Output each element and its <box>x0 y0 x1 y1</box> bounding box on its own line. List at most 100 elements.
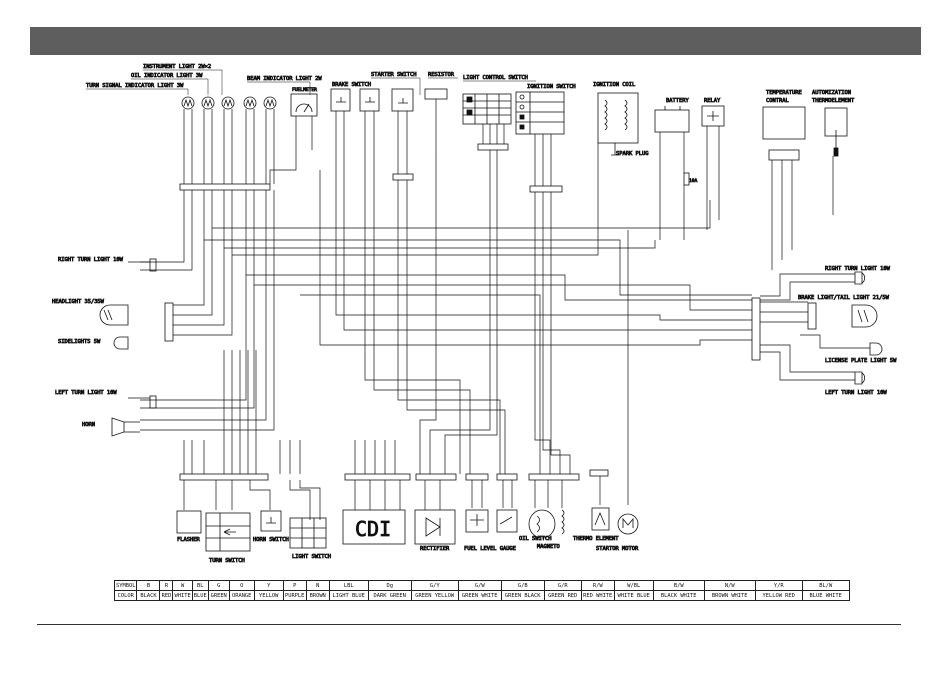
magneto-icon <box>528 509 565 539</box>
temperature-label-1: TEMPERATURE <box>766 90 802 96</box>
oil-indicator-label: OIL INDICATOR LIGHT 3W <box>131 73 203 79</box>
right-turn-rear-label: RIGHT TURN LIGHT 10W <box>825 266 891 272</box>
legend-cell: LIGHT BLUE <box>328 590 369 601</box>
fuel-meter-label: FUELMETER <box>292 87 317 93</box>
legend-cell: P <box>282 580 307 591</box>
color-legend-table: SYMBOL B R W BL G O Y P N LBL Dg G/Y G/W… <box>113 580 850 601</box>
beam-indicator-label: BEAM INDICATOR LIGHT 2W <box>247 76 322 82</box>
legend-cell: WHITE <box>172 590 193 601</box>
spark-plug-label: SPARK PLUG <box>616 151 648 157</box>
legend-cell: BLACK <box>136 590 161 601</box>
legend-cell: Y <box>253 580 284 591</box>
legend-cell: O <box>228 580 255 591</box>
legend-cell: R <box>159 580 174 591</box>
relay-icon <box>701 105 725 127</box>
ignition-switch-icon <box>515 91 565 135</box>
legend-cell: RED <box>159 590 174 601</box>
automization-label-1: AUTOMIZATION <box>812 90 851 96</box>
battery-label: BATTERY <box>666 98 689 104</box>
sidelights-icon <box>113 336 129 350</box>
legend-cell: YELLOW RED <box>754 590 803 601</box>
rectifier-icon <box>414 509 456 545</box>
legend-cell: R/W <box>580 580 615 591</box>
cdi-icon <box>342 509 406 545</box>
legend-cell: BL/W <box>801 580 850 591</box>
legend-cell: W <box>172 580 193 591</box>
brake-tail-label: BRAKE LIGHT/TAIL LIGHT 21/5W <box>798 295 890 301</box>
left-turn-front-icon <box>128 395 157 409</box>
fuel-gauge-label: FUEL LEVEL GAUGE <box>464 546 516 552</box>
legend-cell: G/W <box>457 580 502 591</box>
brake-tail-icon <box>851 304 878 328</box>
legend-cell: GREEN YELLOW <box>410 590 459 601</box>
legend-cell: GREEN WHITE <box>457 590 502 601</box>
legend-cell: LBL <box>328 580 369 591</box>
fuel-meter-icon <box>290 93 318 117</box>
lamp-icon <box>243 96 257 110</box>
cdi-label: CDI <box>355 517 391 541</box>
legend-cell: BLUE <box>191 590 209 601</box>
starter-switch-label: STARTER SWITCH <box>371 72 416 78</box>
ignition-coil-icon <box>597 92 639 156</box>
legend-cell: BROWN WHITE <box>703 590 756 601</box>
legend-cell: G/Y <box>410 580 459 591</box>
license-plate-label: LICENSE PLATE LIGHT 5W <box>825 358 897 364</box>
indicator-lamps <box>181 96 277 110</box>
ignition-switch-label: IGNITION SWITCH <box>527 84 576 90</box>
legend-cell: B <box>136 580 161 591</box>
left-turn-front-label: LEFT TURN LIGHT 10W <box>55 390 117 396</box>
license-plate-icon <box>869 342 883 356</box>
headlight-icon <box>99 304 129 326</box>
legend-cell: ORANGE <box>228 590 255 601</box>
legend-cell: Dg <box>367 580 412 591</box>
wires-top <box>183 99 834 270</box>
starter-switch-icon <box>391 88 414 112</box>
legend-cell: GREEN RED <box>543 590 582 601</box>
lamp-icon <box>263 96 277 110</box>
thermo-element-icon <box>591 507 610 531</box>
brake-switch-label: BRAKE SWITCH <box>332 82 371 88</box>
automization-label-2: THERMOELEMENT <box>812 98 855 104</box>
lamp-icon <box>221 96 235 110</box>
legend-header: SYMBOL <box>113 580 138 591</box>
fuel-gauge-icon <box>465 509 489 533</box>
legend-cell: N <box>305 580 330 591</box>
light-switch-icon <box>289 517 327 549</box>
sidelights-label: SIDELIGHTS 5W <box>58 339 101 345</box>
temperature-control-icon <box>762 106 806 161</box>
horn-switch-label: HORN SWITCH <box>253 537 289 543</box>
thermo-element-label: THERMO ELEMENT <box>573 536 619 542</box>
legend-cell: RED WHITE <box>580 590 615 601</box>
legend-cell: G/B <box>500 580 545 591</box>
bottom-rule <box>37 624 901 625</box>
turn-switch-icon <box>205 512 251 552</box>
lamp-icon <box>201 96 215 110</box>
right-turn-front-icon <box>128 258 157 272</box>
instrument-light-label: INSTRUMENT LIGHT 2W×2 <box>143 64 211 70</box>
legend-cell: W/BL <box>613 580 654 591</box>
turn-switch-label: TURN SWITCH <box>209 558 245 564</box>
legend-cell: BL <box>191 580 209 591</box>
right-turn-front-label: RIGHT TURN LIGHT 10W <box>58 257 124 263</box>
light-control-switch-icon <box>462 93 512 125</box>
ignition-coil-label: IGNITION COIL <box>593 82 635 88</box>
light-switch-label: LIGHT SWITCH <box>292 554 331 560</box>
horn-label: HORN <box>82 422 95 428</box>
header-bar <box>30 27 921 55</box>
rectifier-label: RECTIFIER <box>420 546 450 552</box>
legend-color-row: COLOR BLACK RED WHITE BLUE GREEN ORANGE … <box>113 590 850 601</box>
connector-bars <box>164 143 817 481</box>
thermoelement-icon <box>824 107 848 157</box>
magneto-label: MAGNETO <box>537 544 560 550</box>
legend-cell: BLACK WHITE <box>652 590 705 601</box>
temperature-label-2: CONTRAL <box>766 98 789 104</box>
horn-switch-icon <box>260 510 282 532</box>
legend-cell: Y/R <box>754 580 803 591</box>
oil-switch-icon <box>496 509 518 533</box>
fuse-icon <box>683 172 690 186</box>
resistor-label: RESISTOR <box>428 72 455 78</box>
flasher-icon <box>176 510 202 534</box>
left-turn-rear-icon <box>854 371 866 385</box>
fuse-label: 10A <box>689 178 698 184</box>
legend-cell: YELLOW <box>253 590 284 601</box>
